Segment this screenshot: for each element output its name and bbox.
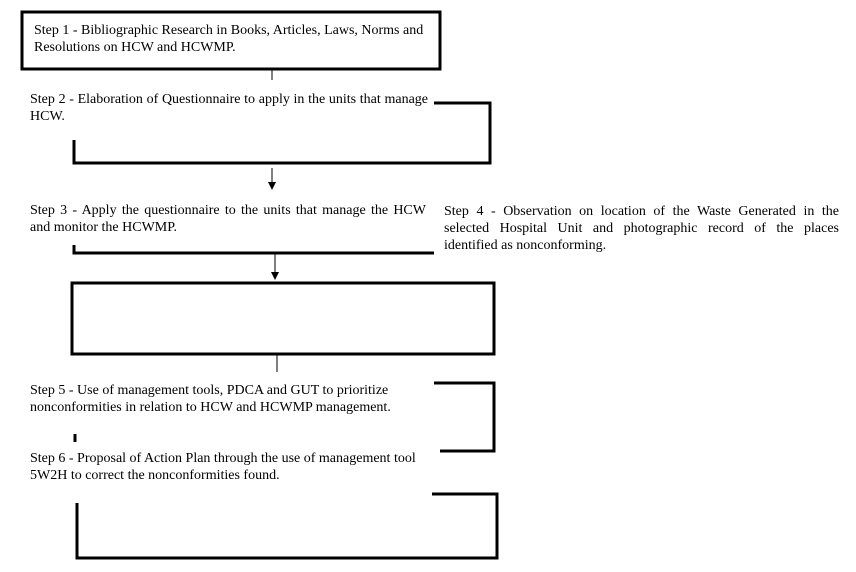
step3-text: Step 3 - Apply the questionnaire to the … — [30, 203, 426, 235]
step3-bracket — [72, 245, 434, 255]
central-box — [70, 281, 496, 356]
step1-text: Step 1 - Bibliographic Research in Books… — [34, 23, 424, 55]
step5-bracket — [434, 381, 496, 453]
step1-box — [20, 10, 442, 71]
step6-bracket — [75, 492, 499, 560]
step2-bracket — [72, 101, 492, 165]
step4-text: Step 4 - Observation on location of the … — [444, 204, 839, 253]
step6-text: Step 6 - Proposal of Action Plan through… — [30, 451, 416, 483]
step5-text: Step 5 - Use of management tools, PDCA a… — [30, 383, 391, 415]
step2-text: Step 2 - Elaboration of Questionnaire to… — [30, 92, 428, 124]
